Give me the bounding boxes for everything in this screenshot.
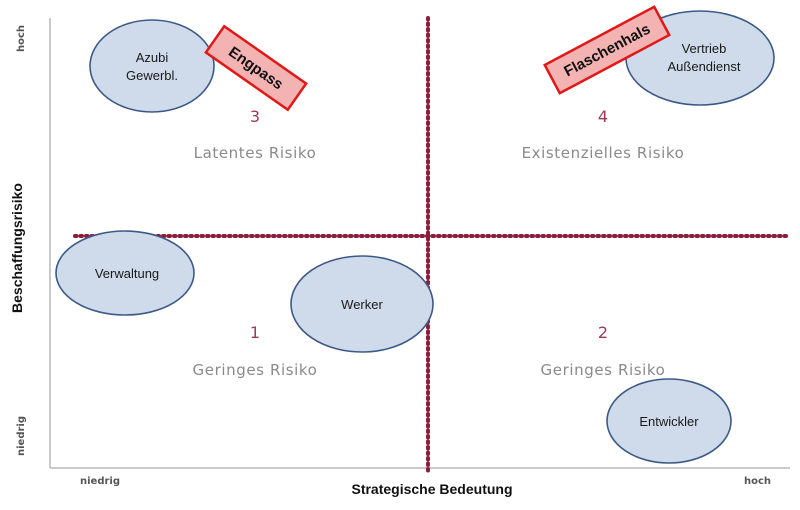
quadrant-1-label: Geringes Risiko — [193, 361, 318, 379]
bubble-entwickler: Entwickler — [606, 378, 732, 464]
x-axis-title: Strategische Bedeutung — [351, 481, 512, 497]
bubble-vertrieb-line2: Außendienst — [668, 59, 741, 74]
bubble-verwaltung-label: Verwaltung — [95, 266, 159, 281]
quadrant-3-number: 3 — [250, 107, 260, 126]
bubble-werker: Werker — [290, 255, 434, 353]
x-axis-low-label: niedrig — [80, 476, 120, 487]
y-axis-high-label: hoch — [16, 25, 27, 52]
quadrant-2-label: Geringes Risiko — [541, 361, 666, 379]
bubble-vertrieb-line1: Vertrieb — [682, 41, 727, 56]
y-axis-title: Beschaffungsrisiko — [9, 183, 25, 313]
quadrant-4-number: 4 — [598, 107, 608, 126]
bubble-azubi-line2: Gewerbl. — [126, 68, 178, 83]
bubble-azubi-line1: Azubi — [136, 50, 169, 65]
y-axis-low-label: niedrig — [16, 416, 27, 456]
quadrant-4-label: Existenzielles Risiko — [522, 144, 685, 162]
quadrant-2-number: 2 — [598, 323, 608, 342]
bubble-werker-label: Werker — [341, 297, 383, 312]
bubble-entwickler-label: Entwickler — [639, 414, 699, 429]
bubble-azubi-gewerbl: Azubi Gewerbl. — [89, 19, 215, 113]
x-axis-high-label: hoch — [744, 476, 771, 487]
tag-engpass: Engpass — [204, 24, 308, 112]
quadrant-3-label: Latentes Risiko — [194, 144, 317, 162]
quadrant-1-number: 1 — [250, 323, 260, 342]
bubble-verwaltung: Verwaltung — [55, 230, 195, 316]
